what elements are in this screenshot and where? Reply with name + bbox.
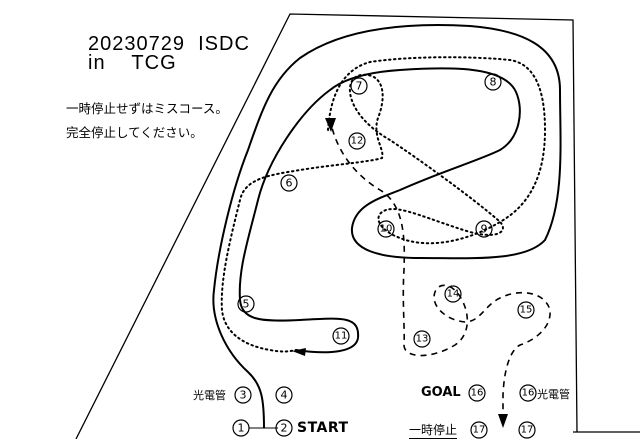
checkpoint-numbers: 1 2 3 4 5 6 7 8 9 10 11 12 13 14 15 16 1…: [238, 76, 535, 436]
dotted-course-line: [220, 56, 547, 353]
checkpoint-17-stop-ring: [518, 421, 536, 439]
checkpoint-16-goal: 16: [471, 388, 484, 399]
checkpoint-2: 2: [281, 422, 288, 435]
checkpoint-9-ring: [475, 220, 493, 238]
stop-label: 一時停止: [409, 423, 458, 439]
sensor-right-label: 光電管: [537, 388, 570, 401]
checkpoint-15-ring: [517, 301, 535, 319]
checkpoint-13: 13: [416, 334, 429, 345]
checkpoint-5-ring: [237, 295, 255, 313]
checkpoint-17-sensor-ring: [519, 384, 537, 402]
checkpoint-16-stop-ring: [470, 421, 488, 439]
checkpoint-1-ring: [232, 419, 250, 437]
rule-line-1: 一時停止せずはミスコース。: [66, 101, 228, 116]
event-title: 20230729 ISDC: [88, 33, 250, 55]
sensor-left-label: 光電管: [193, 389, 226, 402]
dashed-arrow-12: [325, 118, 336, 132]
checkpoint-16-stop: 17: [473, 425, 486, 436]
checkpoint-13-ring: [413, 330, 431, 348]
checkpoint-10-ring: [377, 220, 395, 238]
checkpoint-7: 7: [356, 80, 363, 93]
checkpoint-14: 14: [447, 289, 460, 300]
checkpoint-6: 6: [286, 177, 293, 190]
start-label: START: [297, 420, 349, 436]
checkpoint-7-ring: [350, 77, 368, 95]
checkpoint-1: 1: [238, 422, 245, 435]
checkpoint-12: 12: [351, 136, 364, 147]
checkpoint-17-sensor: 16: [522, 388, 535, 399]
checkpoint-4: 4: [281, 389, 288, 402]
checkpoint-10: 10: [380, 224, 393, 235]
checkpoint-15: 15: [520, 305, 533, 316]
dashed-course-line: [329, 117, 551, 418]
checkpoint-17-stop: 17: [521, 425, 534, 436]
checkpoint-markers: [232, 73, 537, 439]
checkpoint-11-ring: [332, 327, 350, 345]
checkpoint-9: 9: [481, 223, 488, 236]
rule-line-2: 完全停止してください。: [66, 125, 203, 140]
goal-label: GOAL: [421, 385, 461, 400]
checkpoint-2-ring: [275, 419, 293, 437]
checkpoint-6-ring: [280, 174, 298, 192]
checkpoint-5: 5: [243, 298, 250, 311]
dashed-arrow-17: [498, 414, 508, 428]
checkpoint-3: 3: [240, 389, 247, 402]
solid-course-line: [212, 24, 562, 429]
checkpoint-14-ring: [444, 285, 462, 303]
checkpoint-11: 11: [335, 331, 348, 342]
checkpoint-12-ring: [348, 132, 366, 150]
field-boundary: [75, 13, 640, 439]
checkpoint-3-ring: [234, 386, 252, 404]
course-arrow-11: [292, 348, 306, 356]
checkpoint-4-ring: [275, 386, 293, 404]
venue-line: in TCG: [88, 52, 177, 74]
checkpoint-8-ring: [484, 73, 502, 91]
checkpoint-8: 8: [490, 76, 497, 89]
checkpoint-16-goal-ring: [468, 384, 486, 402]
